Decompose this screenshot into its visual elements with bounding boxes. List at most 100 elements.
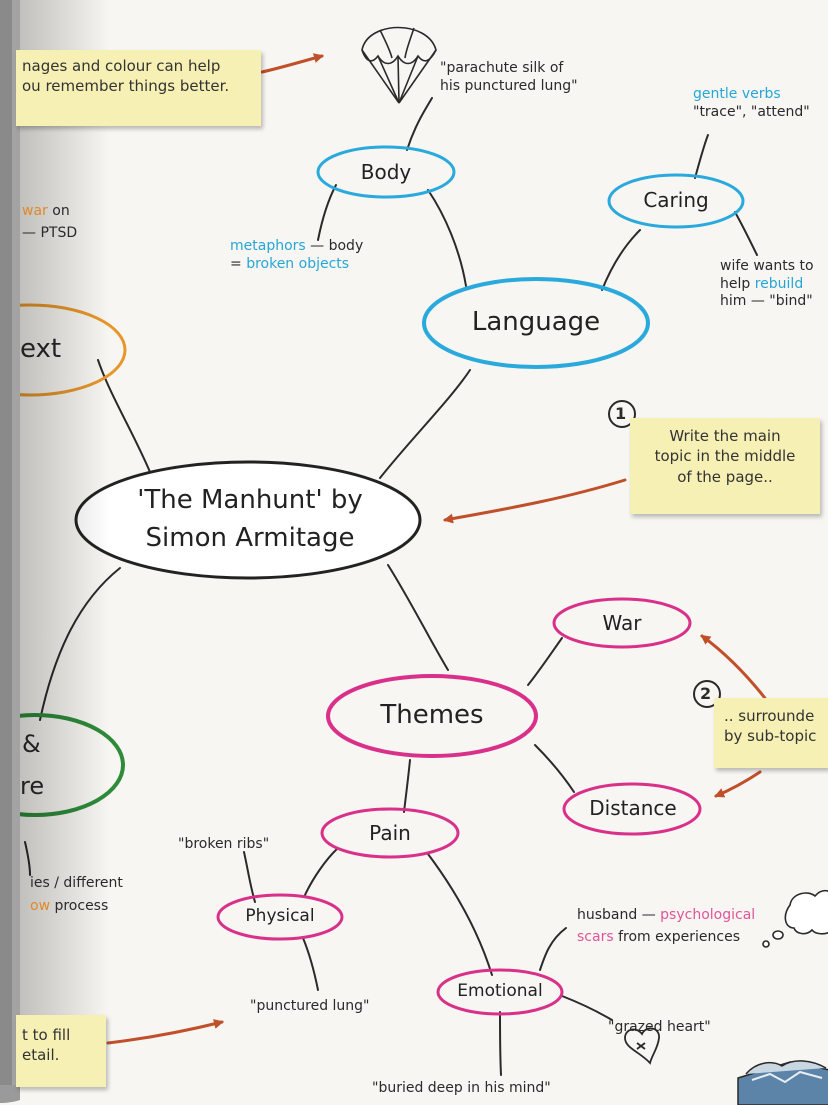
- step-1-line-1: Write the main: [669, 427, 781, 445]
- wife-line-1: wife wants to: [720, 258, 814, 274]
- distance-node: Distance: [589, 796, 677, 820]
- connector-emotional-buried: [499, 1011, 502, 1076]
- pain-node: Pain: [369, 821, 411, 845]
- connector-center-language: [379, 369, 471, 479]
- process-label-a: ow: [30, 898, 51, 915]
- connector-physical-ribs: [243, 851, 256, 903]
- arrow-fill-to-physical: [106, 1019, 224, 1045]
- parachute-quote-line-1: "parachute silk of: [440, 60, 564, 76]
- central-topic-line-1: 'The Manhunt' by: [137, 485, 363, 515]
- pain-oval: [320, 807, 460, 859]
- step-1-line-2: topic in the middle: [654, 447, 796, 466]
- process-label-b: process: [50, 898, 109, 915]
- language-node: Language: [471, 307, 601, 337]
- wife-line-2b: rebuild: [754, 275, 804, 292]
- connector-center-structure: [39, 567, 121, 721]
- central-topic-oval: [74, 460, 422, 580]
- war-on-note: war on — PTSD: [22, 200, 77, 245]
- step-2-number: 2: [700, 684, 712, 703]
- connector-themes-distance: [534, 744, 575, 793]
- context-oval: [0, 303, 127, 397]
- body-node: Body: [360, 160, 412, 184]
- connector-language-caring: [601, 229, 641, 291]
- caring-node: Caring: [643, 188, 709, 212]
- broken-objects-label: broken objects: [246, 255, 350, 272]
- wife-note: wife wants to help rebuild him — "bind": [720, 258, 814, 311]
- themes-node: Themes: [380, 700, 484, 730]
- connector-pain-physical: [304, 847, 339, 896]
- connector-emotional-husband: [539, 927, 567, 971]
- step-2-line-1: .. surrounde: [724, 707, 815, 725]
- gentle-verbs-label: gentle verbs: [693, 86, 781, 102]
- step-1-circle: [608, 400, 636, 428]
- physical-oval: [216, 893, 344, 941]
- caring-oval: [607, 173, 745, 229]
- connector-language-body: [427, 189, 467, 287]
- fill-sticky-note: t to fill etail.: [16, 1015, 106, 1087]
- metaphors-label: metaphors: [230, 238, 306, 254]
- images-sticky-note: nages and colour can help ou remember th…: [16, 50, 261, 126]
- parachute-quote-line-2: his punctured lung": [440, 77, 578, 94]
- parachute-quote: "parachute silk of his punctured lung": [440, 60, 578, 95]
- step-1-line-3: of the page..: [677, 467, 773, 486]
- connector-caring-verbs: [694, 134, 709, 179]
- thought-cloud-icon: [762, 889, 828, 948]
- fill-note-line-1: t to fill: [22, 1026, 71, 1044]
- central-topic: 'The Manhunt' by Simon Armitage: [90, 482, 410, 557]
- trace-attend-quote: "trace", "attend": [693, 103, 810, 120]
- step-2-sticky-note: .. surrounde by sub-topic: [714, 698, 828, 768]
- psychological-label: psychological: [660, 907, 756, 923]
- connector-body-metaphors: [317, 184, 337, 241]
- central-topic-line-2: Simon Armitage: [145, 522, 355, 553]
- arrow-images-to-parachute: [260, 53, 324, 74]
- step-1-number: 1: [615, 404, 627, 423]
- themes-oval: [326, 674, 538, 758]
- step-1-sticky-note: Write the main topic in the middle of th…: [630, 418, 820, 514]
- images-note-line-1: nages and colour can help: [22, 57, 221, 75]
- war-on-label: war: [22, 203, 48, 219]
- connector-caring-wife: [734, 211, 758, 256]
- metaphors-note: metaphors — body = broken objects: [230, 238, 363, 273]
- physical-node: Physical: [245, 906, 315, 926]
- connector-emotional-heart: [561, 995, 613, 1021]
- arrow-step1-to-center: [443, 478, 627, 524]
- language-oval: [422, 277, 650, 369]
- husband-note: husband — psychological scars from exper…: [577, 905, 755, 948]
- scars-label: scars: [577, 928, 614, 945]
- broken-objects-prefix: =: [230, 255, 247, 272]
- buried-deep-quote: "buried deep in his mind": [372, 1080, 551, 1096]
- scars-rest: from experiences: [613, 928, 740, 945]
- images-note-line-2: ou remember things better.: [22, 77, 230, 96]
- cardboard-box-icon: [737, 1060, 828, 1105]
- fill-note-line-2: etail.: [22, 1046, 60, 1065]
- war-node: War: [602, 611, 642, 635]
- structure-oval: [0, 713, 125, 817]
- step-2-circle: [693, 680, 721, 708]
- connector-themes-war: [527, 637, 563, 686]
- connector-body-quote: [406, 97, 433, 151]
- war-oval: [552, 597, 692, 649]
- connector-themes-pain: [403, 759, 411, 813]
- step-2-line-2: by sub-topic: [724, 727, 817, 746]
- emotional-oval: [436, 968, 564, 1016]
- arrow-step2-to-distance: [714, 770, 762, 798]
- body-oval: [316, 145, 456, 199]
- connector-center-context: [97, 359, 151, 473]
- war-on-rest: on: [47, 203, 70, 219]
- husband-label: husband —: [577, 907, 661, 923]
- heart-icon: [624, 1027, 660, 1065]
- parachute-icon: [361, 26, 437, 104]
- grazed-heart-quote: "grazed heart": [608, 1019, 711, 1035]
- stanzas-note: ies / different ow process: [30, 872, 123, 918]
- emotional-node: Emotional: [457, 981, 543, 1001]
- connector-structure-stanzas: [24, 841, 31, 876]
- ptsd-label: — PTSD: [22, 225, 78, 242]
- distance-oval: [562, 782, 702, 836]
- stanzas-label: ies / different: [30, 875, 123, 891]
- connector-center-themes: [387, 564, 449, 671]
- connector-pain-emotional: [427, 853, 493, 976]
- metaphors-rest: — body: [305, 238, 364, 254]
- structure-node-partial-2: re: [20, 772, 45, 800]
- wife-line-3: him — "bind": [720, 293, 813, 309]
